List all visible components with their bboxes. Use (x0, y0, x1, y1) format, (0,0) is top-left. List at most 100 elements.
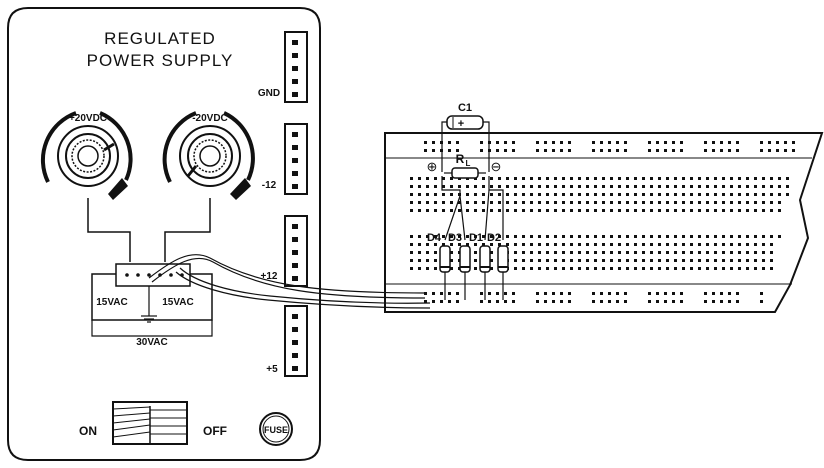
breadboard-hole (544, 141, 547, 144)
ground-icon (141, 315, 157, 323)
fuse-holder[interactable]: FUSE (259, 412, 293, 446)
breadboard-hole (530, 251, 533, 254)
breadboard-hole (578, 267, 581, 270)
breadboard-hole (680, 141, 683, 144)
breadboard-hole (762, 243, 765, 246)
breadboard-hole (698, 243, 701, 246)
breadboard-hole (602, 243, 605, 246)
breadboard-hole (434, 201, 437, 204)
breadboard-hole (658, 267, 661, 270)
breadboard-hole (432, 292, 435, 295)
capacitor-c1[interactable]: C1 + (441, 102, 490, 172)
breadboard-hole (792, 141, 795, 144)
resistor-rl[interactable]: R L (444, 152, 486, 179)
breadboard-hole (642, 259, 645, 262)
breadboard-hole (554, 251, 557, 254)
breadboard-hole (642, 267, 645, 270)
breadboard-hole (626, 235, 629, 238)
breadboard-hole (608, 149, 611, 152)
breadboard-hole (714, 243, 717, 246)
breadboard-hole (706, 209, 709, 212)
breadboard-hole (522, 267, 525, 270)
breadboard-hole (656, 300, 659, 303)
breadboard-hole (490, 201, 493, 204)
breadboard-hole (738, 259, 741, 262)
panel-title-line1: REGULATED (104, 29, 216, 48)
breadboard-hole (634, 177, 637, 180)
breadboard-hole (522, 185, 525, 188)
diode-d3[interactable]: D3 (448, 232, 471, 300)
breadboard-hole (778, 209, 781, 212)
breadboard-hole (450, 209, 453, 212)
breadboard-hole (536, 141, 539, 144)
power-switch[interactable] (112, 401, 188, 445)
fuse-icon (259, 412, 293, 446)
breadboard-hole (712, 300, 715, 303)
breadboard-hole (570, 251, 573, 254)
breadboard-hole (570, 243, 573, 246)
breadboard-hole (586, 243, 589, 246)
breadboard-hole (784, 141, 787, 144)
breadboard-hole (506, 209, 509, 212)
diode-d1[interactable]: D1 (469, 232, 491, 300)
breadboard-hole (456, 292, 459, 295)
breadboard-hole (490, 177, 493, 180)
breadboard-hole (664, 149, 667, 152)
breadboard-hole (610, 251, 613, 254)
breadboard-hole (434, 235, 437, 238)
breadboard-hole (522, 259, 525, 262)
knob-neg20[interactable]: -20VDC (162, 111, 255, 200)
breadboard-hole (560, 149, 563, 152)
breadboard-hole (720, 292, 723, 295)
breadboard-hole (410, 251, 413, 254)
transformer-left-label: 15VAC (96, 297, 128, 308)
breadboard-hole (434, 185, 437, 188)
breadboard-hole (762, 193, 765, 196)
breadboard-hole (466, 243, 469, 246)
breadboard-hole (600, 149, 603, 152)
terminal-pos12-label: +12 (261, 271, 278, 282)
breadboard-hole (778, 193, 781, 196)
breadboard-hole (474, 243, 477, 246)
breadboard-hole (674, 185, 677, 188)
breadboard-hole (658, 185, 661, 188)
knob-pos20[interactable]: +20VDC (40, 111, 133, 200)
terminal-neg12[interactable]: -12 (262, 123, 308, 195)
breadboard-hole (706, 177, 709, 180)
breadboard-hole (754, 267, 757, 270)
breadboard-hole (658, 251, 661, 254)
breadboard-hole (746, 235, 749, 238)
breadboard-hole (626, 201, 629, 204)
breadboard-hole (450, 251, 453, 254)
breadboard-hole (432, 141, 435, 144)
breadboard-hole (674, 235, 677, 238)
breadboard-hole (760, 292, 763, 295)
transformer-right-label: 15VAC (162, 297, 194, 308)
breadboard-hole (698, 235, 701, 238)
breadboard-hole (546, 243, 549, 246)
breadboard-hole (410, 243, 413, 246)
breadboard-hole (482, 193, 485, 196)
breadboard-hole (450, 259, 453, 262)
breadboard-hole (498, 185, 501, 188)
breadboard-hole (738, 251, 741, 254)
terminal-gnd[interactable]: GND (258, 31, 308, 103)
breadboard-hole (560, 300, 563, 303)
breadboard-hole (426, 185, 429, 188)
breadboard-hole (480, 292, 483, 295)
breadboard-hole (656, 141, 659, 144)
breadboard-hole (770, 267, 773, 270)
breadboard-hole (760, 300, 763, 303)
breadboard-hole (672, 300, 675, 303)
breadboard-hole (578, 201, 581, 204)
breadboard-hole (618, 209, 621, 212)
breadboard-hole (456, 141, 459, 144)
diode-d2[interactable]: D2 (487, 232, 509, 300)
diode-d4[interactable]: D4 (427, 232, 451, 300)
d3-label: D3 (448, 232, 462, 244)
breadboard-hole (698, 201, 701, 204)
breadboard-hole (650, 251, 653, 254)
breadboard-hole (600, 141, 603, 144)
breadboard-hole (578, 185, 581, 188)
terminal-pos5[interactable]: +5 (266, 305, 308, 377)
